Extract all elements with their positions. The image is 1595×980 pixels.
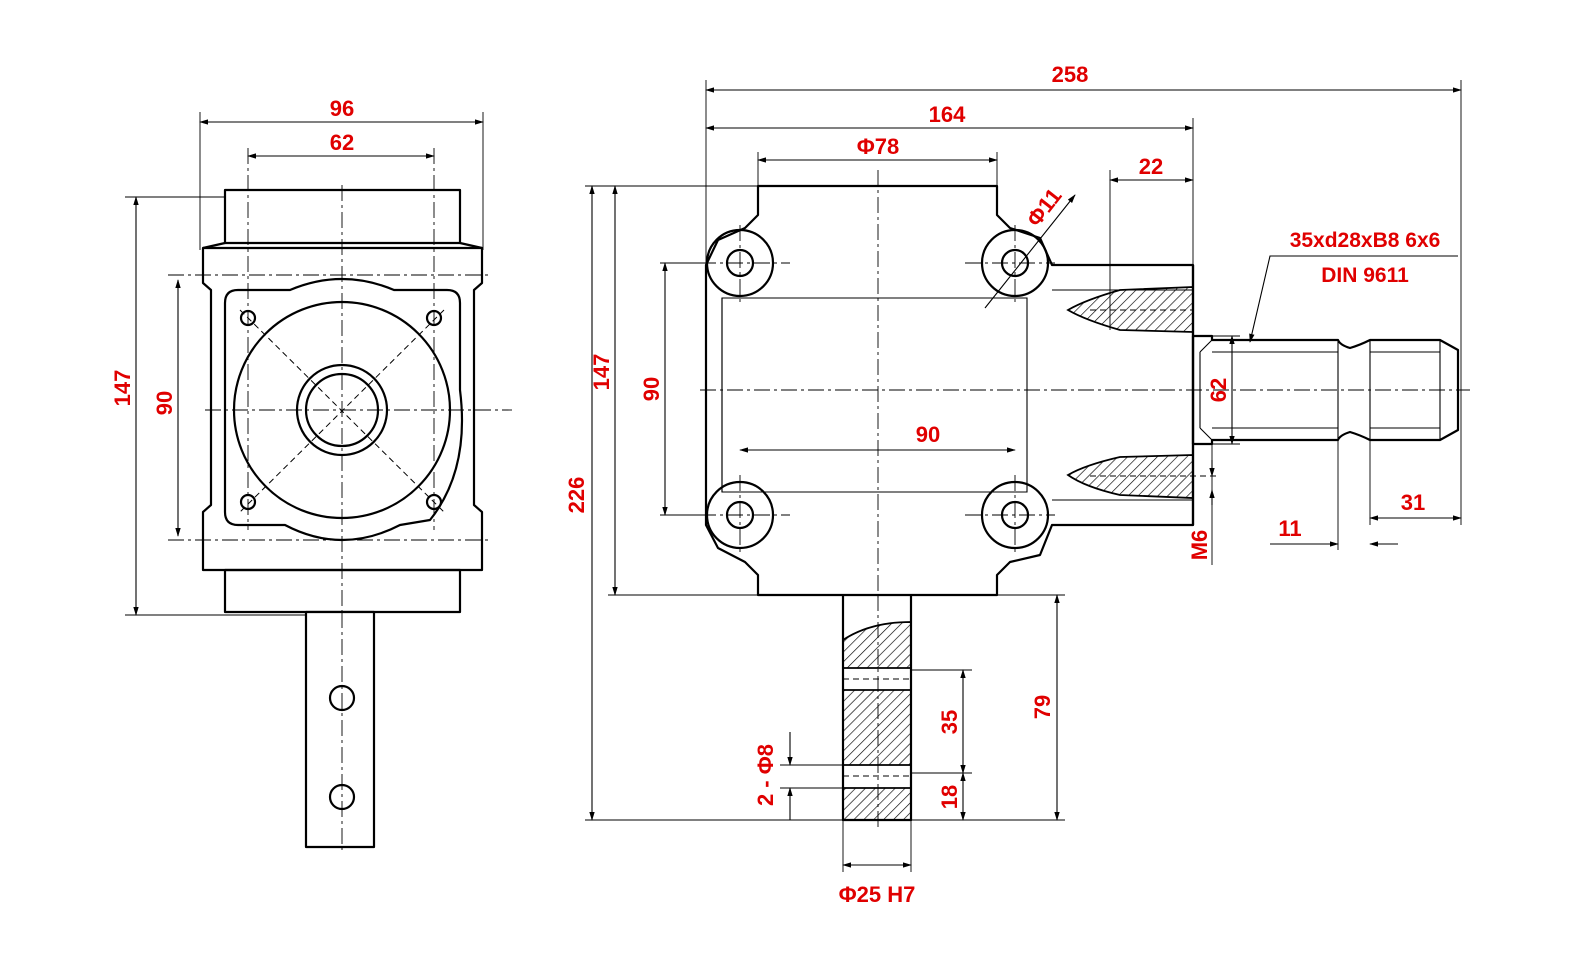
dim-90-front-v: 90 [639,377,664,401]
front-output-hatch-bot [842,787,912,821]
front-inner-body [721,297,1028,493]
front-output-hatch-top [842,621,912,669]
side-shaft-hole-2 [328,783,356,811]
dim-164: 164 [929,102,966,127]
dim-phi25-h7: Φ25 H7 [839,882,916,907]
dim-2-phi8: 2 - Φ8 [753,744,778,806]
side-view: 96 62 147 90 [110,96,512,850]
dim-147-front: 147 [589,354,614,391]
dim-18: 18 [937,785,962,809]
front-body-outline [704,184,1195,597]
front-output-hatch-mid [842,689,912,766]
dim-35: 35 [937,710,962,734]
dim-258: 258 [1052,62,1089,87]
dim-62-side: 62 [330,130,354,155]
side-body [201,246,484,572]
dim-31: 31 [1401,490,1425,515]
front-input-shaft [1191,334,1460,446]
spline-spec-line2: DIN 9611 [1321,264,1409,287]
dim-phi78: Φ78 [857,134,900,159]
dim-phi11: Φ11 [1022,183,1067,231]
spline-spec-line1: 35xd28xB8 6x6 [1290,229,1441,252]
dim-226: 226 [564,477,589,514]
side-bottom-base [223,568,462,614]
front-view: 258 164 Φ78 Φ11 22 35xd28xB8 6x6 DIN 961… [564,62,1470,907]
dim-90-front-h: 90 [916,422,940,447]
side-output-shaft [304,610,376,849]
dim-m6: M6 [1187,530,1212,561]
dim-96: 96 [330,96,354,121]
dim-147-side: 147 [110,370,135,407]
dim-62-front: 62 [1206,378,1231,402]
side-top-cap [223,188,462,245]
side-shaft-hole-1 [328,684,356,712]
dim-11: 11 [1278,516,1301,541]
side-flange [223,277,464,542]
dim-22: 22 [1139,154,1163,179]
dim-90-side: 90 [152,391,177,415]
dim-79: 79 [1030,695,1055,719]
